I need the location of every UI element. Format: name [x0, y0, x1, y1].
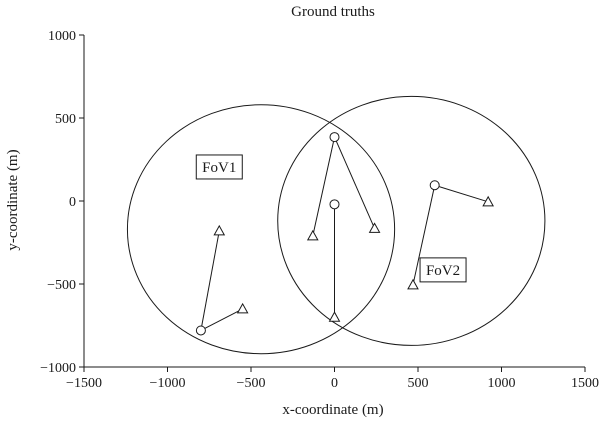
y-tick-label: 500: [55, 112, 76, 127]
triangle-marker: [368, 222, 381, 233]
y-tick-label: 1000: [48, 29, 76, 44]
x-axis-label: x-coordinate (m): [282, 402, 383, 418]
x-tick-label: 500: [408, 376, 429, 391]
chart-title: Ground truths: [291, 4, 375, 20]
circle-marker: [329, 199, 340, 210]
x-tick-label: 1000: [488, 376, 516, 391]
y-tick-label: 0: [69, 195, 76, 210]
triangle-marker: [482, 195, 494, 207]
triangle-marker: [407, 278, 419, 290]
circle-marker: [329, 132, 340, 143]
circle-marker: [195, 325, 206, 336]
triangle-marker: [236, 302, 249, 314]
track-line: [200, 308, 243, 331]
track-line: [412, 185, 436, 285]
circle-marker: [429, 180, 440, 191]
track-line: [334, 136, 376, 229]
x-tick-label: 1500: [571, 376, 599, 391]
track-line: [312, 136, 335, 236]
fov-label-box-1: [195, 154, 243, 180]
x-tick-label: −500: [237, 376, 266, 391]
track-line: [200, 230, 220, 331]
y-axis-label: y-coordinate (m): [5, 149, 21, 250]
fov-circle-2: [277, 95, 546, 346]
triangle-marker: [306, 229, 319, 241]
x-tick-label: −1500: [66, 376, 102, 391]
fov-circle-1: [126, 104, 396, 355]
y-tick-label: −1000: [40, 361, 76, 376]
x-tick-label: −1000: [150, 376, 186, 391]
fov-label-1: FoV1: [202, 160, 236, 176]
y-tick-label: −500: [47, 278, 76, 293]
fov-label-2: FoV2: [426, 263, 460, 279]
track-line: [434, 184, 489, 203]
fov-label-box-2: [419, 257, 467, 283]
triangle-marker: [328, 311, 341, 322]
triangle-marker: [213, 224, 226, 236]
x-tick-label: 0: [331, 376, 338, 391]
